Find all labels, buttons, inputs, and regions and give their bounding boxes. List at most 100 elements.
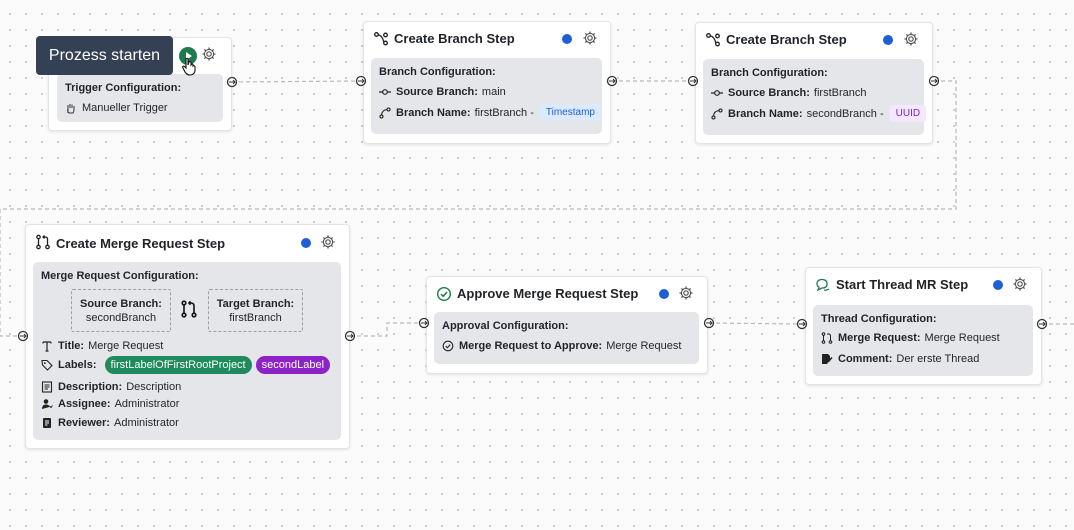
approve-merge-request-step-node[interactable]: Approve Merge Request Step Approval Conf… <box>426 276 708 374</box>
create-branch-step-node-1[interactable]: Create Branch Step Branch Configuration:… <box>363 21 611 144</box>
gear-icon[interactable] <box>678 285 694 301</box>
node-title: Create Branch Step <box>726 32 847 47</box>
hand-icon <box>67 104 75 114</box>
mr-description-row: Description: Description <box>41 381 181 393</box>
label-pill: firstLabelOfFirstRootProject <box>104 356 252 374</box>
git-branch-icon <box>374 32 388 46</box>
branch-name-value: firstBranch - <box>474 106 534 119</box>
mr-assignee-value: Administrator <box>114 398 180 410</box>
trigger-config-title: Trigger Configuration: <box>65 82 182 94</box>
source-branch-box: Source Branch: secondBranch <box>71 289 171 332</box>
thread-comment-row: Comment: Der erste Thread <box>821 353 979 365</box>
trigger-type-row: Manueller Trigger <box>65 102 168 114</box>
gear-icon[interactable] <box>1012 276 1028 292</box>
branch-config-panel: Branch Configuration: Source Branch: mai… <box>371 58 602 134</box>
user-icon <box>42 399 53 409</box>
mr-reviewer-value: Administrator <box>113 417 179 429</box>
node-title: Start Thread MR Step <box>836 277 969 292</box>
branch-name-icon <box>379 106 391 119</box>
text-icon <box>42 341 52 352</box>
mr-reviewer-label: Reviewer: <box>58 417 110 429</box>
source-branch-value: firstBranch <box>813 87 867 99</box>
merge-arrows-icon <box>181 300 197 318</box>
trigger-type-label: Manueller Trigger <box>82 102 168 114</box>
hand-cursor-icon <box>181 57 196 76</box>
mr-title-row: Title: Merge Request <box>41 340 163 352</box>
target-branch-box: Target Branch: firstBranch <box>208 289 303 332</box>
mr-reviewer-row: Reviewer: Administrator <box>41 417 179 429</box>
merge-request-icon <box>36 234 50 250</box>
branch-name-row: Branch Name: secondBranch - UUID <box>711 105 927 122</box>
mr-labels-label: Labels: <box>58 359 97 371</box>
tag-icon <box>41 359 53 371</box>
node-title: Create Branch Step <box>394 31 515 46</box>
branch-name-value: secondBranch - <box>806 107 884 120</box>
mr-assignee-row: Assignee: Administrator <box>41 398 179 410</box>
status-dot <box>993 280 1003 290</box>
approval-config-panel: Approval Configuration: Merge Request to… <box>434 312 699 364</box>
mr-config-title: Merge Request Configuration: <box>41 270 199 282</box>
thread-mr-label: Merge Request: <box>838 332 921 344</box>
branch-suffix-chip: Timestamp <box>539 104 601 121</box>
check-circle-small-icon <box>442 340 454 352</box>
approve-mr-label: Merge Request to Approve: <box>459 340 603 352</box>
source-branch-row: Source Branch: firstBranch <box>711 87 867 99</box>
branch-config-panel: Branch Configuration: Source Branch: fir… <box>703 59 927 135</box>
start-thread-mr-step-node[interactable]: Start Thread MR Step Thread Configuratio… <box>805 267 1042 385</box>
create-merge-request-step-node[interactable]: Create Merge Request Step Merge Request … <box>25 224 350 449</box>
trigger-config-panel: Trigger Configuration: Manueller Trigger <box>57 74 223 122</box>
status-dot <box>301 238 311 248</box>
mr-assignee-label: Assignee: <box>58 398 111 410</box>
source-branch-value: main <box>481 86 506 98</box>
mr-labels-row: Labels: firstLabelOfFirstRootProject sec… <box>41 356 331 374</box>
create-branch-step-node-2[interactable]: Create Branch Step Branch Configuration:… <box>695 22 933 144</box>
status-dot <box>562 34 572 44</box>
approval-config-title: Approval Configuration: <box>442 320 569 332</box>
comment-edit-icon <box>822 354 833 364</box>
target-branch-value: firstBranch <box>229 312 282 324</box>
check-circle-icon <box>436 286 452 302</box>
source-branch-value: secondBranch <box>85 312 157 324</box>
node-title: Create Merge Request Step <box>56 236 226 251</box>
start-process-tooltip: Prozess starten <box>36 36 173 75</box>
gear-icon[interactable] <box>320 234 336 250</box>
merge-request-config-panel: Merge Request Configuration: Source Bran… <box>33 262 341 440</box>
source-branch-label: Source Branch: <box>396 86 478 98</box>
mr-title-label: Title: <box>58 340 85 352</box>
gear-icon[interactable] <box>201 46 217 62</box>
git-branch-icon <box>706 33 720 47</box>
branch-name-row: Branch Name: firstBranch - Timestamp <box>379 104 601 121</box>
source-branch-label: Source Branch: <box>728 87 810 99</box>
thread-comment-label: Comment: <box>838 353 893 365</box>
label-pill: secondLabel <box>255 356 331 374</box>
reviewer-icon <box>43 418 51 428</box>
branch-suffix-chip: UUID <box>889 105 927 122</box>
mr-description-label: Description: <box>58 381 123 393</box>
status-dot <box>883 35 893 45</box>
approve-mr-row: Merge Request to Approve: Merge Request <box>442 340 681 352</box>
source-branch-row: Source Branch: main <box>379 86 506 98</box>
target-branch-label: Target Branch: <box>216 298 295 310</box>
branch-config-title: Branch Configuration: <box>379 66 496 78</box>
thread-config-title: Thread Configuration: <box>821 313 937 325</box>
commit-icon <box>711 90 723 96</box>
thread-mr-value: Merge Request <box>924 332 1000 344</box>
source-branch-label: Source Branch: <box>80 298 162 310</box>
status-dot <box>659 289 669 299</box>
branch-config-title: Branch Configuration: <box>711 67 828 79</box>
thread-mr-row: Merge Request: Merge Request <box>821 332 1000 344</box>
merge-request-small-icon <box>821 332 833 344</box>
branch-name-icon <box>711 107 723 120</box>
branch-name-label: Branch Name: <box>728 107 803 120</box>
mr-title-value: Merge Request <box>88 340 164 352</box>
commit-icon <box>379 89 391 95</box>
node-title: Approve Merge Request Step <box>457 286 639 301</box>
approve-mr-value: Merge Request <box>606 340 682 352</box>
mr-description-value: Description <box>126 381 182 393</box>
thread-comment-value: Der erste Thread <box>896 353 980 365</box>
thread-config-panel: Thread Configuration: Merge Request: Mer… <box>813 305 1033 376</box>
branch-name-label: Branch Name: <box>396 106 471 119</box>
gear-icon[interactable] <box>903 31 919 47</box>
gear-icon[interactable] <box>582 30 598 46</box>
chat-bubble-icon <box>816 278 830 292</box>
